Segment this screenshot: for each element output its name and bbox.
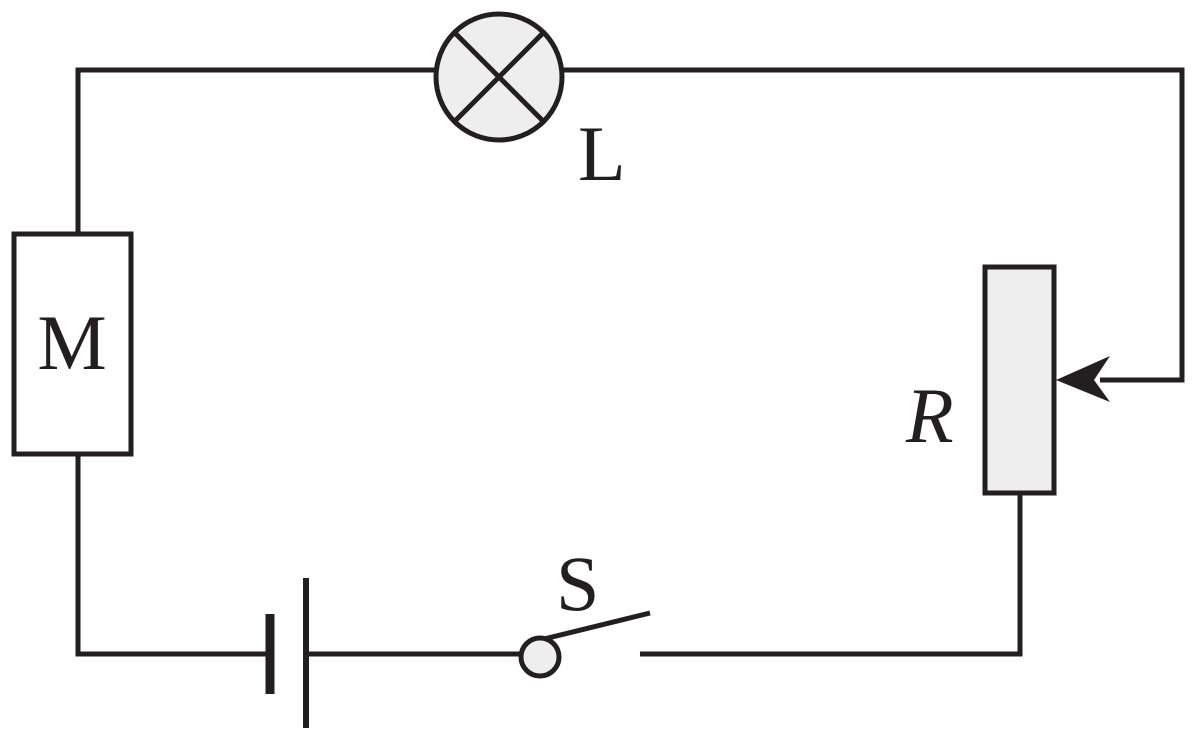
lamp-label: L xyxy=(578,110,626,197)
rheostat-label: R xyxy=(905,372,954,459)
wire-bottom-right xyxy=(640,493,1023,657)
motor: M xyxy=(11,231,134,457)
wires xyxy=(75,67,1185,657)
switch-label: S xyxy=(556,540,599,627)
motor-box xyxy=(11,231,134,457)
motor-label: M xyxy=(37,299,106,386)
rheostat-body xyxy=(982,264,1057,496)
switch-pivot-icon xyxy=(518,635,562,679)
wire-top-left xyxy=(75,67,436,234)
lamp: L xyxy=(433,11,626,197)
switch-blade xyxy=(539,610,651,643)
switch: S xyxy=(518,540,651,679)
slider-arrow-icon xyxy=(1056,356,1110,402)
lamp-cross-b xyxy=(452,30,546,124)
rheostat: R xyxy=(905,264,1110,496)
battery xyxy=(265,578,309,728)
wire-bottom-left xyxy=(75,454,270,657)
wire-top-right xyxy=(562,67,1185,383)
